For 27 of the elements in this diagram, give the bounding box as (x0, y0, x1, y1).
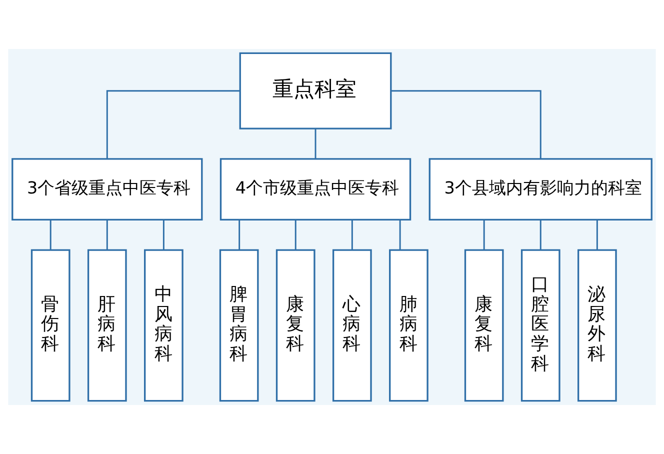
node-box: 3个省级重点中医专科 (12, 158, 203, 220)
node-box: 4个市级重点中医专科 (220, 158, 412, 220)
node-box: 中风病科 (144, 249, 184, 402)
node-box: 肝病科 (87, 249, 127, 402)
connector (106, 220, 108, 250)
node-box: 泌尿外科 (577, 249, 617, 402)
node-box: 骨伤科 (30, 249, 70, 402)
node-box: 口腔医学科 (520, 249, 560, 402)
node-box: 康复科 (276, 249, 316, 402)
node-box: 心病科 (332, 249, 372, 402)
connector (50, 220, 52, 250)
node-box: 重点科室 (239, 52, 392, 130)
node-box: 康复科 (464, 249, 504, 402)
connector (351, 220, 353, 250)
connector (294, 220, 296, 250)
connector (391, 90, 542, 159)
connector (314, 128, 316, 159)
connector (399, 220, 401, 250)
connector (162, 220, 164, 250)
connector (106, 90, 240, 159)
connector (540, 220, 542, 250)
connector (596, 220, 598, 250)
connector (483, 220, 485, 250)
connector (238, 220, 240, 250)
node-box: 肺病科 (389, 249, 428, 402)
node-box: 3个县域内有影响力的科室 (428, 158, 652, 220)
node-box: 脾胃病科 (219, 249, 259, 402)
